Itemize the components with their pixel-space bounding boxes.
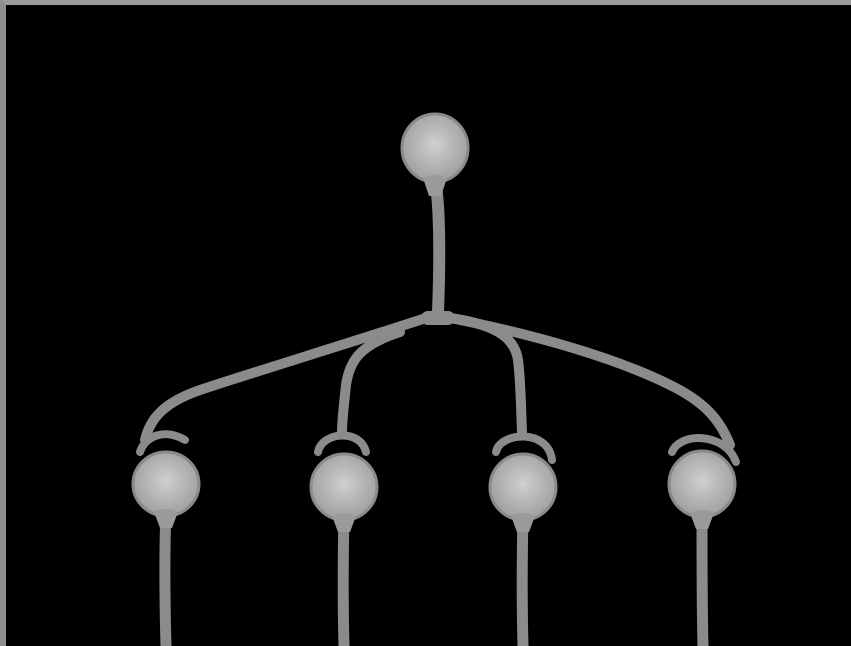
top-axon [435, 180, 439, 312]
synapse-2 [318, 435, 366, 452]
hillock-1 [154, 509, 178, 528]
postsynaptic-neuron-4 [669, 451, 735, 517]
branch-4 [440, 316, 730, 445]
axon-branches [145, 180, 730, 445]
post-axon-3 [522, 515, 523, 646]
postsynaptic-axons [165, 510, 703, 646]
hillock-3 [511, 513, 535, 532]
hillock-2 [332, 513, 356, 532]
hillock-4 [690, 510, 714, 529]
postsynaptic-neuron-3 [490, 454, 556, 520]
post-axon-2 [343, 515, 344, 646]
presynaptic-neuron [402, 114, 468, 182]
post-axon-4 [702, 515, 703, 646]
postsynaptic-neuron-1 [133, 452, 199, 516]
synaptic-terminals [140, 434, 736, 462]
hillock-top [423, 175, 447, 196]
synapse-1 [140, 434, 185, 452]
postsynaptic-neuron-2 [311, 454, 377, 520]
post-axon-1 [165, 510, 166, 646]
